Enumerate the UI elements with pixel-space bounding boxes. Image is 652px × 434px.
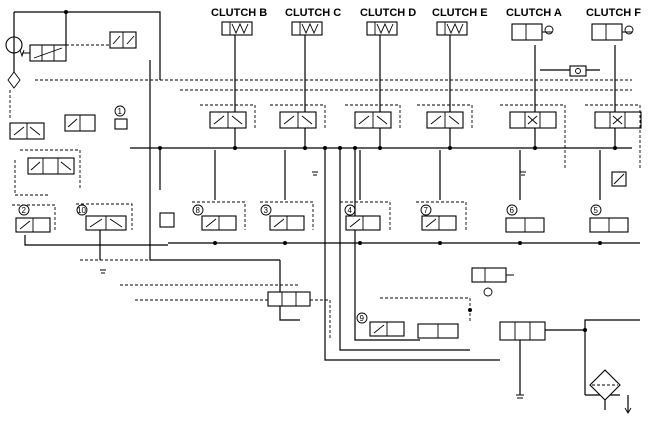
bottom-right-valve	[499, 321, 546, 341]
main-hydraulic-lines	[9, 11, 640, 410]
valve-clutch-a-upper	[500, 104, 566, 170]
clutch-d: CLUTCH D	[360, 7, 416, 36]
valve-clutch-e-upper	[417, 104, 473, 130]
clutch-b: CLUTCH B	[211, 7, 267, 36]
valve-10: 10	[76, 203, 133, 231]
junction-dots	[64, 10, 617, 332]
valve-clutch-f-upper	[585, 104, 642, 170]
valve-8: 8	[192, 201, 246, 231]
valve-number-6: 6	[510, 206, 515, 215]
clutch-b-label: CLUTCH B	[211, 7, 267, 19]
valve-4: 4	[340, 201, 391, 231]
valve-clutch-b-upper	[200, 104, 256, 130]
valve-3: 3	[260, 201, 314, 231]
valve-9: 9	[356, 297, 471, 337]
clutch-f-label: CLUTCH F	[586, 7, 641, 19]
valve-number-10: 10	[77, 206, 86, 215]
lower-valve-row: 2 10 8 3 4	[12, 201, 629, 233]
valve-number-2: 2	[22, 206, 27, 215]
upper-valve-row	[200, 104, 642, 187]
clutch-c-label: CLUTCH C	[285, 7, 341, 19]
clutch-e: CLUTCH E	[432, 7, 488, 36]
valve-number-8: 8	[196, 206, 201, 215]
clutch-a-cylinder	[511, 23, 543, 41]
valve-number-7: 7	[424, 206, 429, 215]
clutch-a-label: CLUTCH A	[506, 7, 562, 19]
valve-5: 5	[589, 204, 629, 233]
clutch-f-cylinder	[591, 23, 623, 41]
bottom-left-valve	[267, 291, 311, 307]
clutch-f: CLUTCH F	[586, 7, 641, 41]
clutch-e-cylinder	[436, 21, 468, 36]
valve-clutch-c-upper	[270, 104, 326, 130]
clutch-c-cylinder	[291, 21, 323, 36]
valve-2: 2	[12, 204, 56, 233]
relief-valve-box	[159, 212, 175, 228]
valve-number-9: 9	[360, 314, 365, 323]
valve-7: 7	[416, 201, 467, 231]
tank-symbols	[100, 171, 526, 274]
clutch-d-cylinder	[366, 21, 398, 36]
valve-clutch-d-upper	[345, 104, 401, 130]
clutch-b-cylinder	[221, 21, 253, 36]
clutch-e-label: CLUTCH E	[432, 7, 488, 19]
valve-number-3: 3	[264, 206, 269, 215]
valve-number-4: 4	[348, 206, 353, 215]
left-valve-stack: 1	[9, 105, 128, 190]
check-valve-top-right	[569, 65, 587, 77]
clutch-c: CLUTCH C	[285, 7, 341, 36]
clutch-a: CLUTCH A	[506, 7, 562, 41]
bottom-cylinder	[471, 267, 507, 283]
pump-source	[5, 31, 137, 89]
valve-number-1: 1	[118, 107, 123, 116]
clutch-d-label: CLUTCH D	[360, 7, 416, 19]
valve-number-5: 5	[594, 206, 599, 215]
bottom-circuit: 9	[267, 267, 632, 414]
valve-6: 6	[505, 204, 545, 233]
